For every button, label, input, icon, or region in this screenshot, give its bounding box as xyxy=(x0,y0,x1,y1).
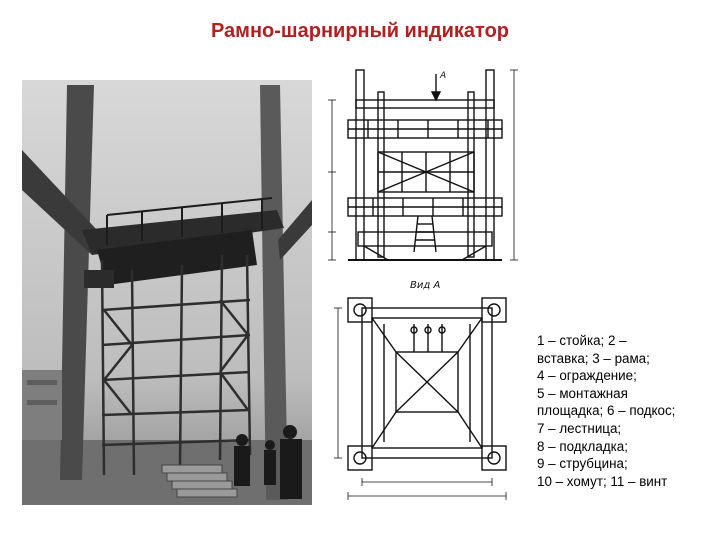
slide-title: Рамно-шарнирный индикатор xyxy=(210,20,510,42)
legend: 1 – стойка; 2 – вставка; 3 – рама; 4 – о… xyxy=(537,332,717,490)
legend-line: 8 – подкладка; xyxy=(537,438,628,454)
legend-line: 5 – монтажная xyxy=(537,385,628,401)
legend-line: 10 – хомут; 11 – винт xyxy=(537,473,668,489)
legend-line: площадка; 6 – подкос; xyxy=(537,403,676,419)
legend-line: 9 – струбцина; xyxy=(537,456,628,472)
technical-drawing: А Вид А xyxy=(318,62,530,510)
legend-line: вставка; 3 – рама; xyxy=(537,350,650,366)
view-arrow-label: А xyxy=(439,71,446,81)
legend-line: 7 – лестница; xyxy=(537,420,622,436)
construction-photo xyxy=(22,80,312,505)
legend-line: 4 – ограждение; xyxy=(537,368,637,384)
view-a-caption: Вид А xyxy=(410,280,440,291)
legend-line: 1 – стойка; 2 – xyxy=(537,333,627,348)
